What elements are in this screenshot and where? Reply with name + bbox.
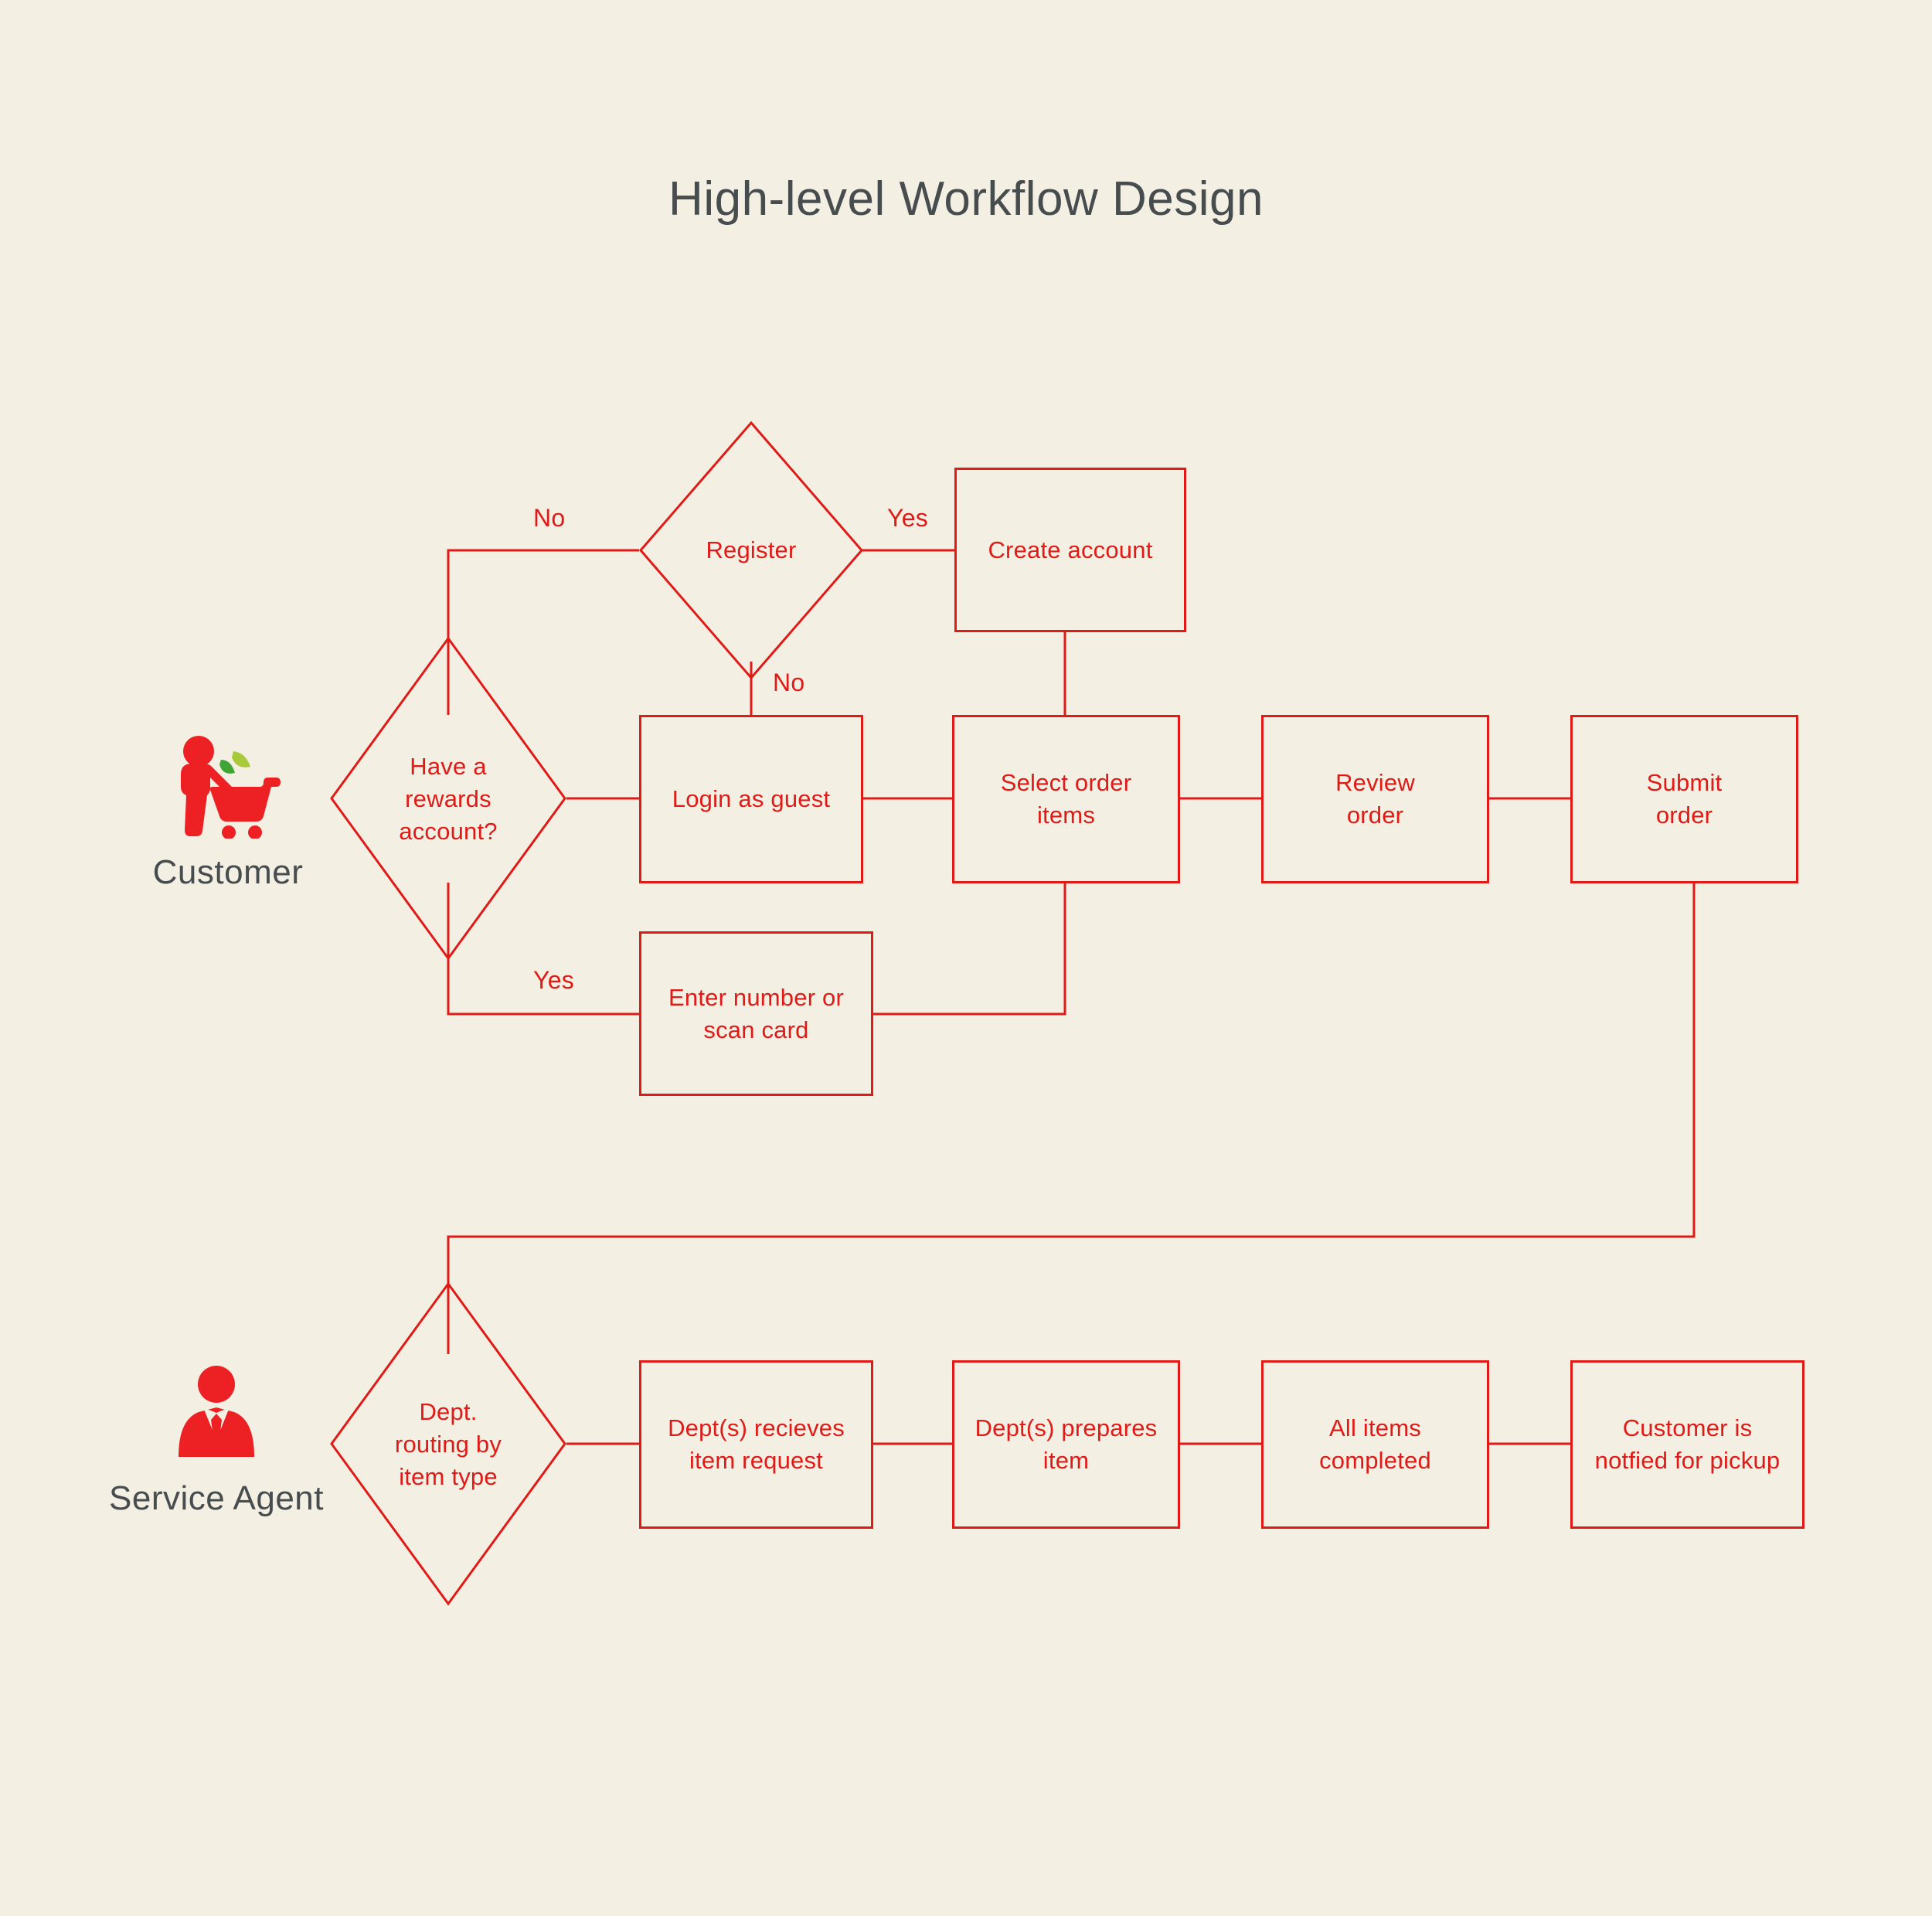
node-dept-routing[interactable]: Dept. routing by item type xyxy=(330,1281,566,1606)
node-dept-receives-request[interactable]: Dept(s) recieves item request xyxy=(639,1360,873,1529)
node-login-as-guest[interactable]: Login as guest xyxy=(639,715,863,883)
node-dept-routing-label: Dept. routing by item type xyxy=(394,1398,502,1490)
actor-service-agent-label: Service Agent xyxy=(109,1479,324,1517)
node-create-account[interactable]: Create account xyxy=(954,468,1186,632)
node-enter-number-or-scan-card-label: Enter number or scan card xyxy=(668,983,844,1043)
node-dept-prepares-item[interactable]: Dept(s) prepares item xyxy=(952,1360,1180,1529)
node-review-order[interactable]: Review order xyxy=(1261,715,1489,883)
node-customer-notified-pickup-label: Customer is notfied for pickup xyxy=(1594,1414,1781,1474)
node-register[interactable]: Register xyxy=(639,420,863,680)
node-review-order-label: Review order xyxy=(1335,769,1415,829)
node-enter-number-or-scan-card[interactable]: Enter number or scan card xyxy=(639,931,873,1096)
page-title: High-level Workflow Design xyxy=(668,172,1264,226)
edge-submit-to-routing xyxy=(447,883,1696,1354)
node-rewards-account[interactable]: Have a rewards account? xyxy=(330,636,566,961)
edge-register-no-left xyxy=(447,549,639,715)
node-dept-receives-request-label: Dept(s) recieves item request xyxy=(668,1414,845,1474)
edge-label-yes-create-account: Yes xyxy=(887,504,929,532)
actor-customer-label: Customer xyxy=(152,853,304,891)
node-all-items-completed[interactable]: All items completed xyxy=(1261,1360,1489,1529)
edge-label-no-register-left: No xyxy=(533,504,566,532)
actor-customer: Customer xyxy=(97,734,359,892)
node-submit-order[interactable]: Submit order xyxy=(1570,715,1798,883)
node-register-label: Register xyxy=(706,536,797,564)
business-person-icon xyxy=(172,1364,261,1465)
edge-label-yes-rewards: Yes xyxy=(533,966,575,994)
shopper-with-cart-icon xyxy=(170,734,286,839)
edge-enter-to-select xyxy=(873,883,1066,1016)
node-customer-notified-pickup[interactable]: Customer is notfied for pickup xyxy=(1570,1360,1804,1529)
node-select-order-items-label: Select order items xyxy=(1000,769,1132,829)
node-create-account-label: Create account xyxy=(988,536,1153,563)
node-rewards-account-label: Have a rewards account? xyxy=(399,753,498,845)
edge-label-no-login-guest: No xyxy=(773,669,805,696)
node-login-as-guest-label: Login as guest xyxy=(672,785,831,813)
node-all-items-completed-label: All items completed xyxy=(1319,1414,1431,1474)
node-select-order-items[interactable]: Select order items xyxy=(952,715,1180,883)
actor-service-agent: Service Agent xyxy=(85,1364,348,1518)
node-dept-prepares-item-label: Dept(s) prepares item xyxy=(975,1414,1158,1474)
node-submit-order-label: Submit order xyxy=(1646,769,1723,829)
